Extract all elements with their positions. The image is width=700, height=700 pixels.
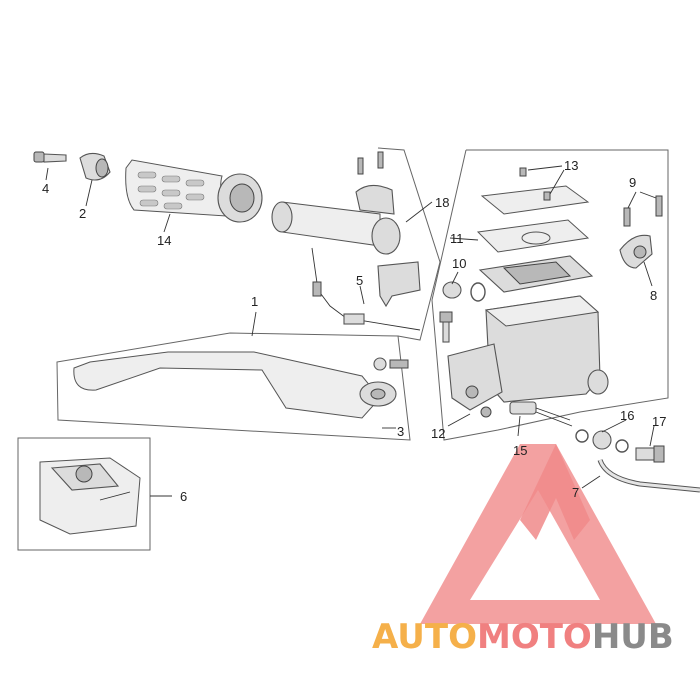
callout-13: 13 — [564, 158, 578, 173]
watermark-moto: MOTO — [477, 617, 592, 657]
detail-part-6 — [39, 457, 141, 535]
watermark-hub: HUB — [592, 617, 674, 657]
clamp-part-8 — [619, 234, 653, 269]
callout-8: 8 — [650, 288, 657, 303]
callout-11: 11 — [450, 231, 464, 246]
callout-6: 6 — [180, 489, 187, 504]
master-cylinder-body — [447, 295, 609, 411]
triangle-m-logo-icon — [420, 444, 656, 624]
callout-15: 15 — [513, 443, 527, 458]
callout-12: 12 — [431, 426, 445, 441]
screws-part-9 — [623, 195, 663, 227]
washers-part-16 — [575, 429, 629, 453]
callout-3: 3 — [397, 424, 404, 439]
callout-10: 10 — [452, 256, 466, 271]
leader-lines — [45, 165, 657, 497]
diaphragm-part-11 — [476, 219, 590, 253]
detail-inset-frame — [17, 437, 151, 551]
throttle-assembly-frame — [377, 147, 441, 341]
callout-2: 2 — [79, 206, 86, 221]
callout-17: 17 — [652, 414, 666, 429]
throttle-tube-part-18 — [271, 151, 421, 308]
callout-1: 1 — [251, 294, 258, 309]
screw-part-4 — [33, 151, 67, 163]
bar-end-part-2 — [79, 152, 111, 181]
bolt-part-10 — [442, 281, 486, 302]
callout-7: 7 — [572, 485, 579, 500]
switch-part-15 — [509, 401, 573, 427]
callout-14: 14 — [157, 233, 171, 248]
callout-16: 16 — [620, 408, 634, 423]
brake-hose-part-7 — [597, 459, 700, 493]
watermark-text: AUTOMOTOHUB — [372, 617, 674, 657]
banjo-bolt-part-17 — [635, 445, 665, 463]
callout-9: 9 — [629, 175, 636, 190]
callout-4: 4 — [42, 181, 49, 196]
grip-part-14 — [125, 159, 263, 223]
reservoir-seal-part — [478, 255, 594, 293]
bolt-part-12 — [439, 311, 492, 418]
lever-assembly-frame — [56, 332, 411, 441]
reservoir-cover-part-13 — [480, 167, 590, 215]
callout-numbers: 1 2 3 4 5 6 7 8 9 10 11 12 13 14 15 16 1… — [42, 158, 666, 504]
master-cylinder-frame — [431, 149, 669, 441]
brake-lever-part-1 — [73, 351, 409, 419]
callout-5: 5 — [356, 273, 363, 288]
watermark-auto: AUTO — [372, 617, 477, 657]
callout-18: 18 — [435, 195, 449, 210]
throttle-cable-part-5 — [311, 247, 421, 331]
